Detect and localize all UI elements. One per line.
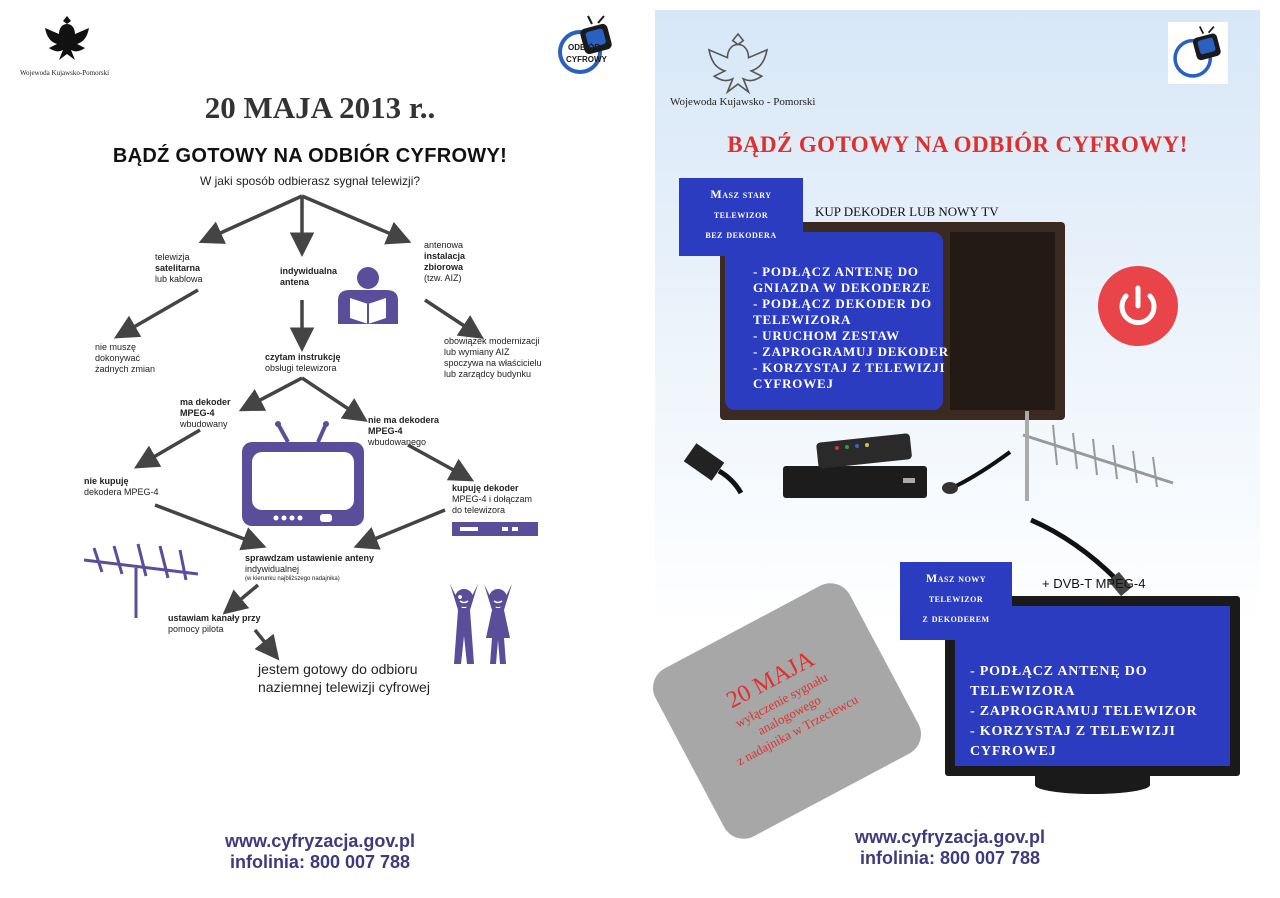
set-channels: ustawiam kanały przy pomocy pilota	[168, 613, 261, 634]
website-link[interactable]: www.cyfryzacja.gov.pl	[224, 831, 416, 851]
old-tv-steps: - PODŁĄCZ ANTENĘ DO GNIAZDA W DEKODERZE …	[753, 264, 949, 391]
no-decoder: nie ma dekodera MPEG-4 wbudowanego	[368, 415, 440, 447]
television-icon	[242, 421, 364, 526]
authority-name: Wojewoda Kujawsko-Pomorski	[20, 69, 110, 77]
old-tv-screen	[725, 232, 943, 410]
odbior-cyfrowy-logo-right-icon	[1173, 25, 1221, 78]
new-tv-steps: - PODŁĄCZ ANTENĘ DO TELEWIZORA - ZAPROGR…	[970, 664, 1198, 759]
date-heading: 20 MAJA 2013 r..	[204, 90, 436, 125]
not-buying: nie kupuję dekodera MPEG-4	[84, 476, 159, 497]
hotline: infolinia: 800 007 788	[229, 852, 411, 872]
eagle-emblem-outline-icon	[707, 32, 769, 95]
headline: BĄDŹ GOTOWY NA ODBIÓR CYFROWY!	[112, 145, 508, 167]
buy-text: KUP DEKODER LUB NOWY TV	[815, 204, 999, 219]
authority-name-right: Wojewoda Kujawsko - Pomorski	[670, 96, 816, 108]
result-collective: obowiązek modernizacji lub wymiany AIZ s…	[444, 336, 542, 379]
has-decoder: ma dekoder MPEG-4 wbudowany	[180, 397, 231, 429]
antenna-icon	[83, 543, 199, 618]
read-manual: czytam instrukcję obsługi telewizora	[265, 352, 341, 373]
left-poster: Wojewoda Kujawsko-Pomorski ODBIÓR CYFROW…	[20, 15, 612, 872]
old-tv-speaker-panel	[950, 232, 1055, 410]
switch-off-stamp-text: 20 MAJA wyłączenie sygnału analogowego z…	[722, 646, 861, 769]
svg-text:CYFROWY: CYFROWY	[566, 55, 608, 64]
branch-collective: antenowa instalacja zbiorowa (tzw. AIZ)	[424, 240, 466, 283]
scart-plug-icon	[683, 443, 743, 495]
decoder-box-icon	[452, 522, 538, 536]
odbior-cyfrowy-logo-icon: ODBIÓR CYFROWY	[558, 15, 612, 74]
website-link-right[interactable]: www.cyfryzacja.gov.pl	[854, 827, 1046, 847]
check-antenna: sprawdzam ustawienie anteny indywidualne…	[245, 553, 375, 582]
result-no-change: nie muszę dokonywać żadnych zmian	[95, 342, 156, 374]
buy-decoder: kupuję dekoder MPEG-4 i dołączam do tele…	[452, 483, 533, 515]
new-tv-label: Masz nowy telewizor z dekoderem	[900, 562, 1012, 640]
ready-text: jestem gotowy do odbioru naziemnej telew…	[258, 661, 430, 695]
power-icon	[1119, 285, 1157, 326]
dvb-text: + DVB-T MPEG-4	[1042, 576, 1146, 591]
old-tv-label: Masz stary telewizor bez dekodera	[679, 178, 803, 256]
question: W jaki sposób odbierasz sygnał telewizji…	[199, 174, 421, 188]
decoder-remote-icon	[783, 433, 927, 498]
coax-cable-icon	[942, 450, 1012, 494]
branch-satellite: telewizja satelitarna lub kablowa	[155, 252, 203, 284]
branch-individual: indywidualna antena	[280, 266, 338, 287]
person-reading-icon	[338, 267, 398, 324]
power-button[interactable]	[1098, 266, 1178, 346]
new-tv-stand	[1035, 776, 1150, 794]
svg-text:ODBIÓR: ODBIÓR	[568, 43, 600, 52]
eagle-emblem-icon	[45, 16, 89, 60]
right-poster: Wojewoda Kujawsko - Pomorski BĄDŹ GOTOWY…	[645, 10, 1260, 890]
hotline-right: infolinia: 800 007 788	[859, 848, 1041, 868]
flowchart-arrows	[113, 194, 484, 661]
logo-frame	[1168, 22, 1228, 84]
antenna-cable-icon	[1030, 517, 1132, 596]
headline-right: BĄDŹ GOTOWY NA ODBIÓR CYFROWY!	[727, 132, 1188, 157]
happy-people-icon	[450, 584, 512, 664]
yagi-antenna-icon	[1022, 411, 1174, 501]
